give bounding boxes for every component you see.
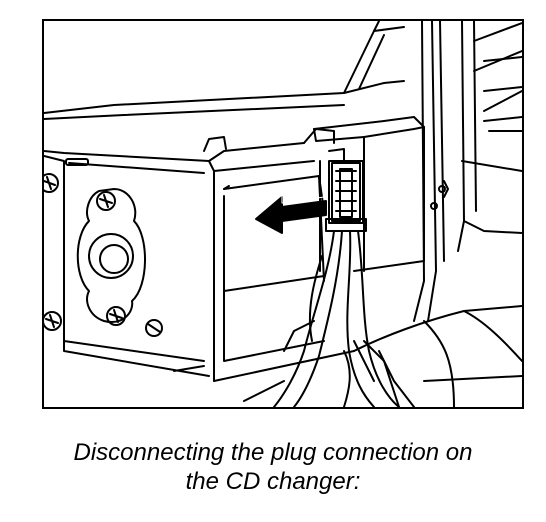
screw-icon [96,191,116,211]
caption-line-1: Disconnecting the plug connection on [73,439,473,466]
screw-icon [44,173,59,193]
changer-front-panel [44,142,305,382]
screw-icon [106,306,126,326]
lower-trim [173,305,522,407]
screw-icon [44,311,62,331]
plug-connector [325,160,367,232]
figure-caption: Disconnecting the plug connection on the… [0,438,546,496]
background-lines [473,22,522,112]
caption-line-2: the CD changer: [185,468,361,495]
dashboard-top [44,21,405,120]
cd-changer-drawing [44,21,522,407]
wiring-harness [243,230,415,407]
arrow-left-icon [248,192,327,234]
mounting-plate [76,188,146,323]
technical-illustration [42,19,524,409]
mounting-rails [413,21,522,322]
